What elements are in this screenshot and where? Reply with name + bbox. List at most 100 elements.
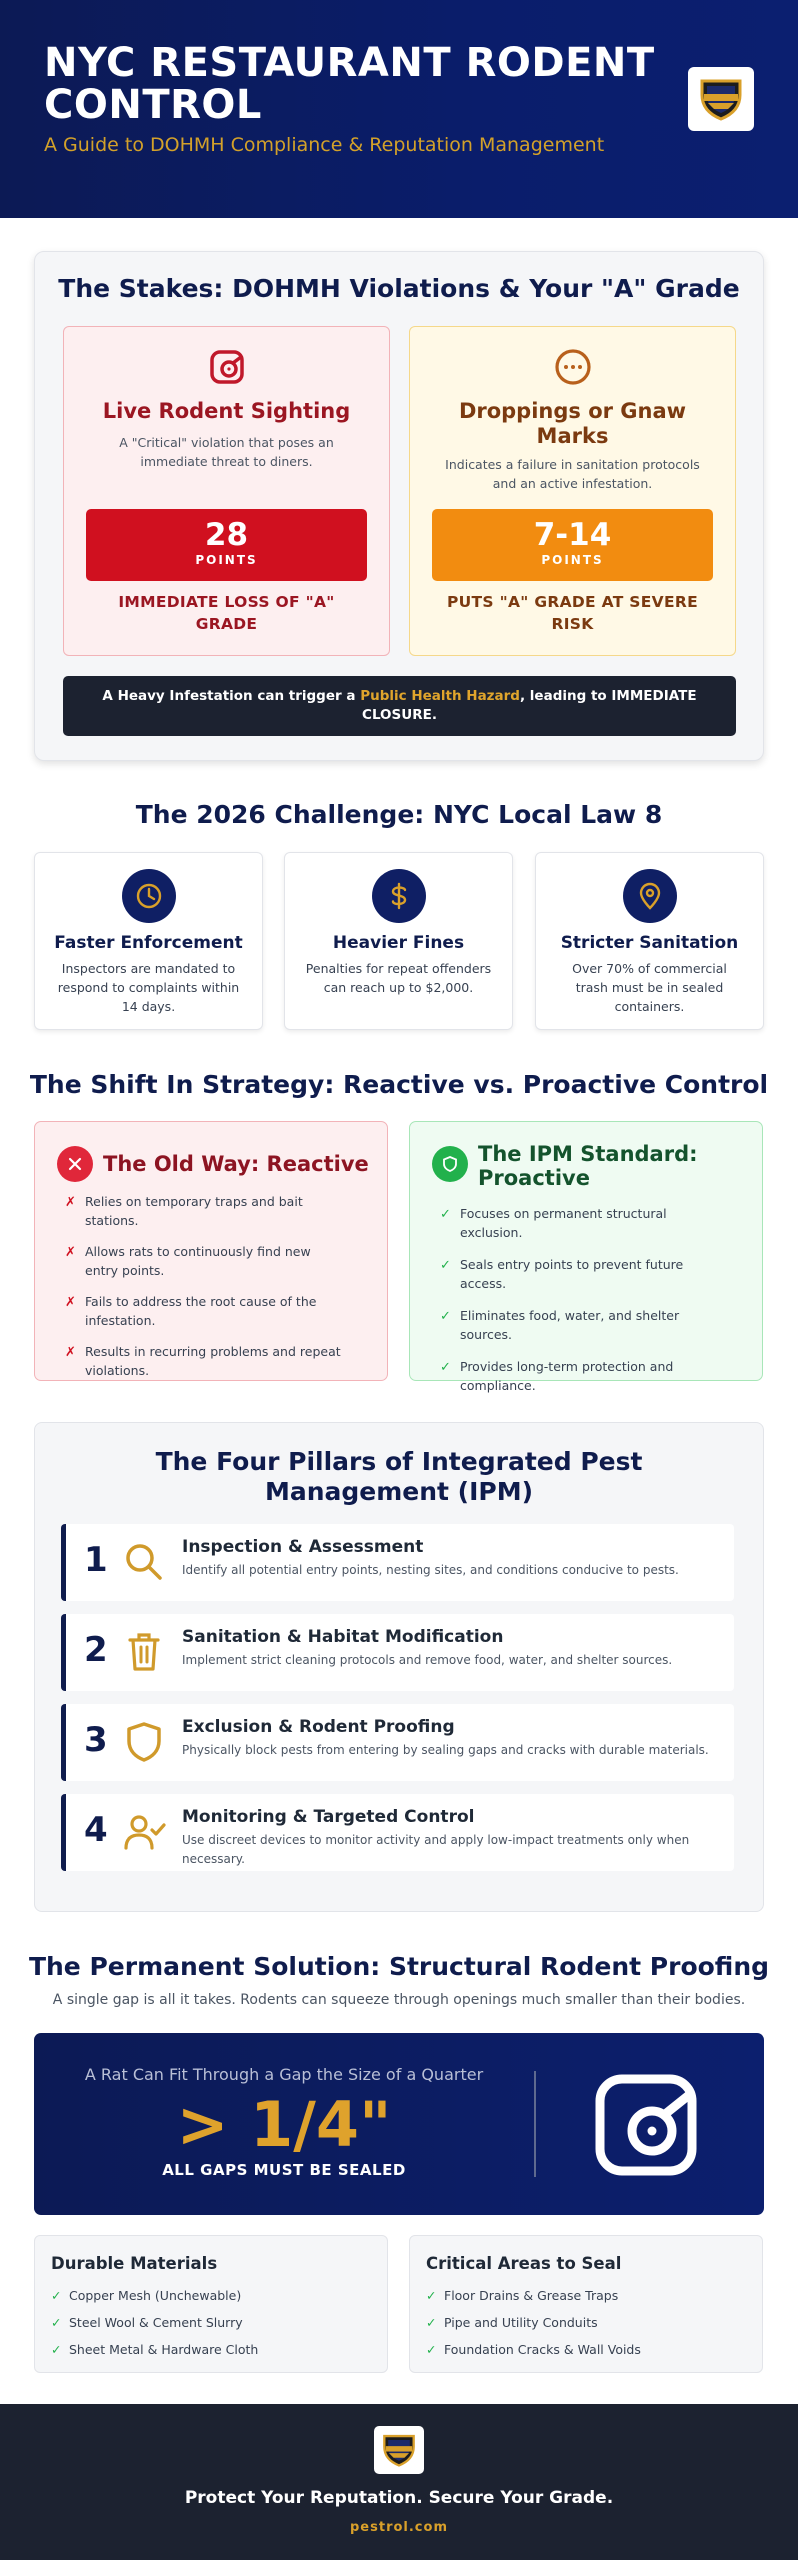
points-label: POINTS xyxy=(195,553,258,567)
footer-tagline: Protect Your Reputation. Secure Your Gra… xyxy=(184,2488,614,2508)
law-card-fines: Heavier Fines Penalties for repeat offen… xyxy=(284,852,513,1030)
law-icon-circle xyxy=(121,869,176,923)
list-item: ✗Allows rats to continuously find new en… xyxy=(63,1242,347,1280)
list-item: ✓ Steel Wool & Cement Slurry xyxy=(51,2313,377,2332)
proactive-list: ✓ Focuses on permanent structural exclusi… xyxy=(438,1204,722,1408)
reactive-list: ✗ Relies on temporary traps and bait stat… xyxy=(63,1192,347,1392)
strategy-section-title: The Shift In Strategy: Reactive vs. Proa… xyxy=(29,1070,769,1099)
pillar-number: 3 xyxy=(84,1720,108,1760)
reactive-heading: The Old Way: Reactive xyxy=(103,1152,369,1176)
pillar-inspection: 1 Inspection & Assessment Identify all p… xyxy=(61,1524,734,1601)
law-section-title: The 2026 Challenge: NYC Local Law 8 xyxy=(135,800,663,829)
law-card-enforcement: Faster Enforcement Inspectors are mandat… xyxy=(34,852,263,1030)
footer-logo[interactable] xyxy=(374,2426,424,2474)
pillar-text: Identify all potential entry points, nes… xyxy=(182,1563,679,1577)
trash-can-icon xyxy=(128,1633,160,1671)
points-value: 28 xyxy=(204,517,249,553)
law-card-text: Penalties for repeat offenders can reach… xyxy=(305,961,492,995)
violation-description: Indicates a failure in sanitation protoc… xyxy=(445,457,700,491)
list-item: ✓Foundation Cracks & Wall Voids xyxy=(426,2340,752,2359)
violation-description: A "Critical" violation that poses an imm… xyxy=(119,435,334,469)
check-icon: ✓ xyxy=(51,2342,62,2357)
violation-card-live-rodent: Live Rodent Sighting A "Critical" violat… xyxy=(63,326,390,656)
check-icon: ✓ xyxy=(51,2288,62,2303)
brand-logo[interactable] xyxy=(688,67,754,131)
pillar-exclusion: 3 Exclusion & Rodent Proofing Physically… xyxy=(61,1704,734,1781)
pillar-sanitation: 2 Sanitation & Habitat Modification Impl… xyxy=(61,1614,734,1691)
cross-mark-icon: ✗ xyxy=(65,1245,76,1260)
violation-heading: Droppings or Gnaw Marks xyxy=(458,399,687,448)
list-item-text: Focuses on permanent structural exclusio… xyxy=(460,1206,667,1240)
shield-icon xyxy=(443,1156,457,1172)
list-item-text: Fails to address the root cause of the i… xyxy=(85,1294,317,1328)
list-item: ✓ Eliminates food, water, and shelter sou… xyxy=(438,1306,722,1344)
list-item-text: Copper Mesh (Unchewable) xyxy=(69,2288,242,2303)
violation-outcome: IMMEDIATE LOSS OF "A" GRADE xyxy=(118,593,335,633)
magnifier-icon xyxy=(126,1544,162,1580)
materials-heading: Durable Materials xyxy=(51,2254,218,2273)
list-item-text: Seals entry points to prevent future acc… xyxy=(460,1257,684,1291)
materials-list: ✓ Copper Mesh (Unchewable) ✓ Steel Wool & … xyxy=(51,2286,377,2367)
list-item-text: Sheet Metal & Hardware Cloth xyxy=(69,2342,259,2357)
cross-mark-icon: ✗ xyxy=(65,1345,76,1360)
critical-areas-card: Critical Areas to Seal ✓Floor Drains & G… xyxy=(409,2235,763,2373)
check-icon: ✓ xyxy=(51,2315,62,2330)
footer: Protect Your Reputation. Secure Your Gra… xyxy=(0,2404,798,2560)
list-item-text: Eliminates food, water, and shelter sour… xyxy=(460,1308,680,1342)
page-title: NYC RESTAURANT RODENT CONTROL xyxy=(44,40,655,128)
list-item: ✓ Sheet Metal & Hardware Cloth xyxy=(51,2340,377,2359)
law-card-heading: Stricter Sanitation xyxy=(560,933,739,953)
pillar-text: Use discreet devices to monitor activity… xyxy=(182,1833,690,1866)
durable-materials-card: Durable Materials ✓ Copper Mesh (Unchewab… xyxy=(34,2235,388,2373)
check-icon: ✓ xyxy=(426,2315,437,2330)
pillar-text: Physically block pests from entering by … xyxy=(182,1743,709,1757)
list-item-text: Foundation Cracks & Wall Voids xyxy=(444,2342,641,2357)
proactive-heading: The IPM Standard: Proactive xyxy=(478,1142,698,1190)
law-card-sanitation: Stricter Sanitation Over 70% of commerci… xyxy=(535,852,764,1030)
gap-size-banner: A Rat Can Fit Through a Gap the Size of … xyxy=(34,2033,764,2215)
list-item: ✓Focuses on permanent structural exclusi… xyxy=(438,1204,722,1242)
points-label: POINTS xyxy=(541,553,604,567)
list-item: ✓ Pipe and Utility Conduits xyxy=(426,2313,752,2332)
list-item-text: Floor Drains & Grease Traps xyxy=(444,2288,619,2303)
points-badge: 28 POINTS xyxy=(86,509,367,581)
stakes-section: The Stakes: DOHMH Violations & Your "A" … xyxy=(34,251,764,761)
user-check-icon xyxy=(124,1815,166,1850)
reactive-approach-card: The Old Way: Reactive ✗Relies on tempora… xyxy=(34,1121,388,1381)
pillar-text: Implement strict cleaning protocols and … xyxy=(182,1653,673,1667)
law-icon-circle xyxy=(622,869,677,923)
hero-header: NYC RESTAURANT RODENT CONTROL A Guide to… xyxy=(0,0,798,218)
violation-heading: Live Rodent Sighting xyxy=(102,399,351,423)
pestrol-shield-logo-icon xyxy=(700,79,742,121)
list-item-text: Steel Wool & Cement Slurry xyxy=(69,2315,243,2330)
areas-list: ✓ Floor Drains & Grease Traps ✓ Pipe and U… xyxy=(426,2286,752,2367)
law-card-heading: Faster Enforcement xyxy=(54,933,243,953)
footer-url-link[interactable]: pestrol.com xyxy=(350,2520,448,2535)
check-icon: ✓ xyxy=(440,1258,451,1273)
pillar-number: 4 xyxy=(84,1810,108,1850)
violation-card-droppings: Droppings or Gnaw Marks Indicates a fail… xyxy=(409,326,736,656)
list-item: ✗Relies on temporary traps and bait stat… xyxy=(63,1192,347,1230)
list-item: ✓ Floor Drains & Grease Traps xyxy=(426,2286,752,2305)
law-icon-circle xyxy=(371,869,426,923)
points-badge: 7-14 POINTS xyxy=(432,509,713,581)
cross-mark-icon: ✗ xyxy=(65,1295,76,1310)
check-icon: ✓ xyxy=(426,2288,437,2303)
list-item-text: Provides long-term protection and compli… xyxy=(460,1359,674,1393)
list-item-text: Results in recurring problems and repeat… xyxy=(85,1344,341,1378)
location-pin-icon xyxy=(639,882,660,910)
list-item-text: Pipe and Utility Conduits xyxy=(444,2315,598,2330)
list-item: ✗ Fails to address the root cause of the … xyxy=(63,1292,347,1330)
clock-icon xyxy=(136,883,161,909)
check-icon: ✓ xyxy=(440,1309,451,1324)
list-item: ✓Provides long-term protection and compl… xyxy=(438,1357,722,1395)
rodent-icon xyxy=(209,350,244,384)
proactive-approach-card: The IPM Standard: Proactive ✓Focuses on … xyxy=(409,1121,763,1393)
ipm-title: The Four Pillars of Integrated Pest Mana… xyxy=(155,1447,643,1506)
gap-size-value: > 1/4" xyxy=(176,2088,392,2161)
shield-icon xyxy=(127,1722,161,1762)
reactive-badge xyxy=(57,1146,93,1182)
list-item-text: Relies on temporary traps and bait stati… xyxy=(85,1194,303,1228)
pillar-monitoring: 4 Monitoring & Targeted Control Use disc… xyxy=(61,1794,734,1871)
